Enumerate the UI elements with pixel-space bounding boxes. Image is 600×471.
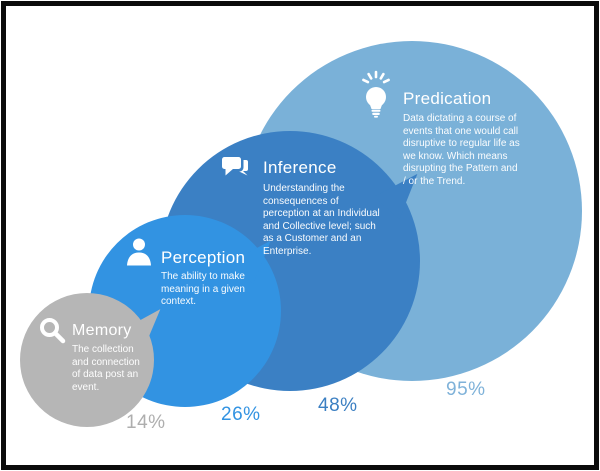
bubble-memory-description: The collection and connection of data po… (72, 344, 140, 393)
bubble-inference-description: Understanding the consequences of percep… (263, 183, 380, 257)
person-icon (123, 236, 155, 273)
bubble-memory (20, 293, 154, 427)
lightbulb-icon (357, 70, 395, 125)
bubble-perception-percent: 26% (221, 404, 261, 425)
bubble-memory-percent: 14% (126, 412, 166, 433)
bubble-perception-title: Perception (161, 248, 246, 267)
bubble-predication-percent: 95% (446, 379, 486, 400)
bubble-perception-description: The ability to make meaning in a given c… (161, 271, 245, 307)
bubble-memory-title: Memory (72, 322, 132, 339)
bubble-inference-percent: 48% (318, 395, 358, 416)
bubble-inference-title: Inference (263, 158, 337, 177)
bubble-predication-title: Predication (403, 89, 492, 108)
search-icon (38, 316, 66, 349)
chat-bubbles-icon (219, 154, 252, 189)
bubble-predication-description: Data dictating a course of events that o… (403, 113, 520, 187)
